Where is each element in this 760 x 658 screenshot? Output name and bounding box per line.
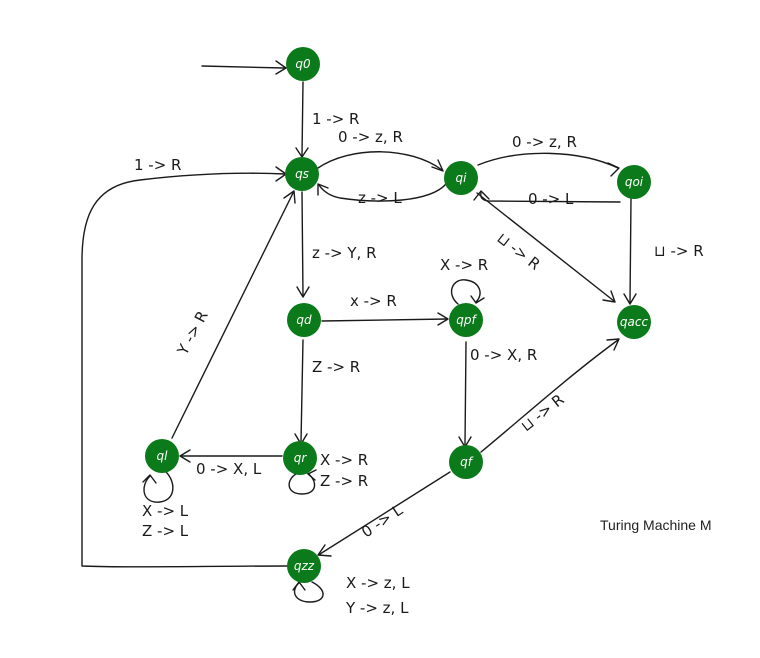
- edge-qr-ql: [179, 449, 283, 463]
- label-qoi-qacc: ⊔ -> R: [654, 242, 704, 260]
- start-arrow: [201, 60, 287, 75]
- label-qr-ql: 0 -> X, L: [196, 460, 262, 478]
- label-qi-qs: z -> L: [358, 189, 402, 207]
- label-ql-loop-1: X -> L: [142, 502, 189, 520]
- state-label-qf: qf: [460, 455, 474, 469]
- state-label-qoi: qoi: [625, 175, 644, 189]
- label-qzz-loop-2: Y -> z, L: [345, 599, 409, 617]
- state-qd: qd: [287, 303, 321, 337]
- edge-qd-qpf: [321, 312, 449, 326]
- edge-qzz-loop: [292, 581, 324, 603]
- label-qd-qr: Z -> R: [312, 358, 360, 376]
- label-ql-loop-2: Z -> L: [142, 522, 189, 540]
- label-qs-qi: 0 -> z, R: [338, 128, 403, 146]
- edge-qi-qs: [317, 183, 447, 202]
- label-q0-qs: 1 -> R: [312, 110, 359, 128]
- state-qf: qf: [449, 445, 483, 479]
- edge-qs-qi: [317, 151, 444, 172]
- edge-q0-qs: [295, 81, 309, 158]
- edge-ql-loop: [142, 471, 174, 503]
- edge-ql-qs: [171, 190, 296, 439]
- state-qacc: qacc: [617, 305, 651, 339]
- label-qf-qzz: 0 -> L: [358, 501, 406, 542]
- state-label-q0: q0: [295, 57, 311, 71]
- edge-qd-qr: [294, 339, 308, 445]
- label-qzz-loop-1: X -> z, L: [346, 574, 410, 592]
- label-qi-qoi: 0 -> z, R: [512, 133, 577, 151]
- label-qf-qacc: ⊔ -> R: [517, 390, 567, 435]
- state-label-qzz: qzz: [294, 559, 315, 573]
- label-qoi-qi: 0 -> L: [528, 190, 574, 208]
- edge-qs-qd: [296, 191, 310, 298]
- edge-qpf-loop: [450, 279, 485, 305]
- state-qr: qr: [283, 441, 317, 475]
- edge-qf-qacc: [480, 338, 620, 453]
- state-qs: qs: [285, 157, 319, 191]
- edge-qf-qzz: [317, 471, 451, 557]
- state-label-ql: ql: [157, 449, 169, 463]
- label-qpf-loop: X -> R: [440, 256, 488, 274]
- state-label-qacc: qacc: [620, 315, 649, 329]
- state-qi: qi: [444, 161, 478, 195]
- state-q0: q0: [286, 47, 320, 81]
- label-qs-qd: z -> Y, R: [312, 244, 377, 262]
- edge-qoi-qacc: [623, 198, 637, 305]
- label-qr-loop-1: X -> R: [320, 451, 368, 469]
- edge-qi-qoi: [477, 152, 620, 177]
- state-label-qr: qr: [294, 451, 308, 465]
- edge-qi-qacc: [476, 192, 616, 303]
- state-label-qs: qs: [295, 167, 309, 181]
- label-ql-qs: Y -> R: [173, 308, 211, 359]
- label-qr-loop-2: Z -> R: [320, 472, 368, 490]
- label-qd-qpf: x -> R: [350, 292, 397, 310]
- state-qpf: qpf: [449, 303, 483, 337]
- label-qi-qacc: ⊔ -> R: [494, 229, 544, 274]
- state-label-qpf: qpf: [456, 313, 477, 327]
- state-qzz: qzz: [287, 549, 321, 583]
- state-ql: ql: [145, 439, 179, 473]
- label-qpf-qf: 0 -> X, R: [470, 346, 537, 364]
- state-qoi: qoi: [617, 165, 651, 199]
- label-qzz-qs: 1 -> R: [134, 156, 181, 174]
- state-label-qd: qd: [296, 313, 312, 327]
- edge-qr-loop: [288, 469, 317, 495]
- state-label-qi: qi: [456, 171, 468, 185]
- diagram-title: Turing Machine M: [600, 517, 712, 533]
